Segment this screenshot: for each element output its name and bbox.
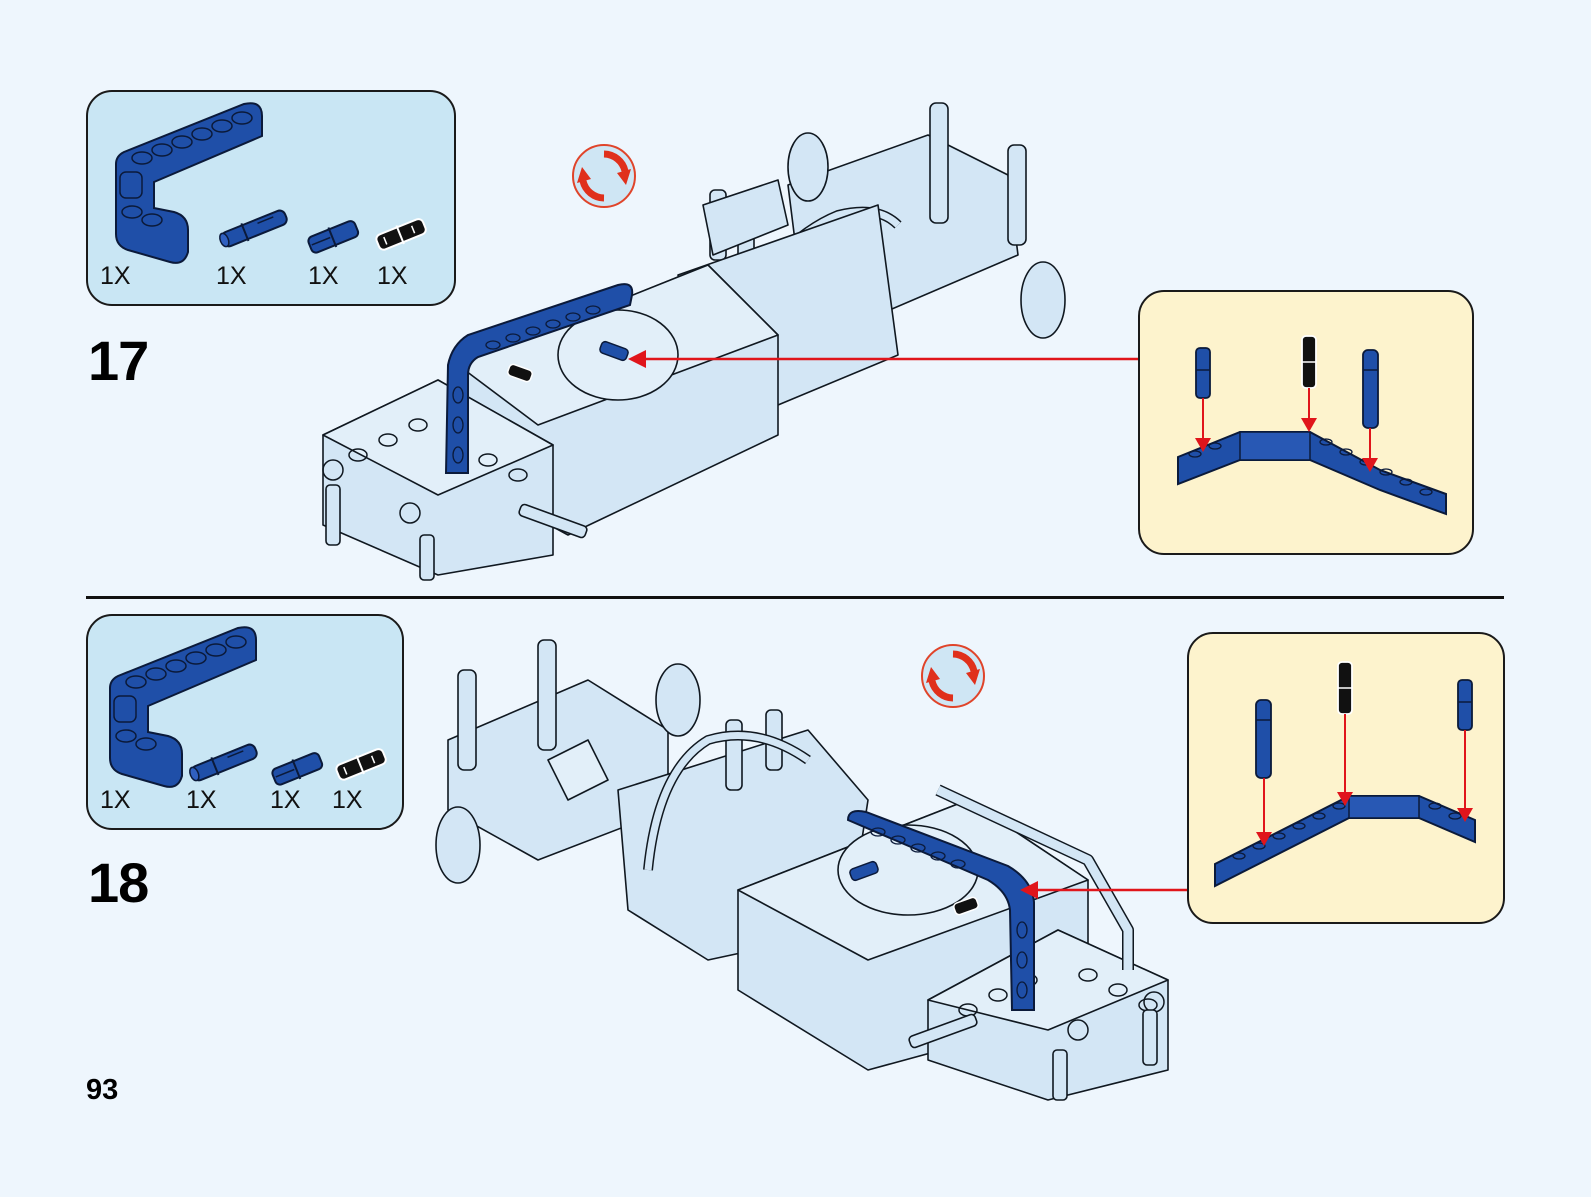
step-divider — [86, 596, 1504, 599]
step-number: 18 — [88, 851, 149, 914]
step-number: 17 — [88, 329, 149, 392]
axle-pin-icon — [1457, 679, 1473, 731]
friction-pin-icon — [335, 748, 387, 781]
part-quantity: 1X — [100, 786, 131, 814]
callout-arrow — [1020, 881, 1190, 899]
angled-beam-assembly-icon — [1177, 335, 1447, 516]
axle-pin-icon — [1195, 347, 1211, 399]
rotate-model-icon — [921, 644, 985, 708]
long-pin-icon — [219, 209, 288, 248]
l-beam-icon — [109, 626, 257, 788]
page-number: 93 — [86, 1074, 119, 1106]
l-beam-icon — [115, 102, 263, 264]
long-pin-icon — [1255, 699, 1272, 779]
angled-beam-assembly-icon — [1214, 661, 1476, 888]
friction-pin-icon — [1337, 661, 1353, 715]
chassis-model-drawing — [322, 102, 1066, 581]
callout-arrow — [628, 350, 1146, 368]
detail-callout — [1187, 632, 1505, 924]
long-pin-icon — [189, 743, 258, 782]
parts-box: 1X 1X 1X 1X — [86, 614, 404, 830]
part-quantity: 1X — [270, 786, 301, 814]
part-quantity: 1X — [216, 262, 247, 290]
parts-box: 1X 1X 1X 1X — [86, 90, 456, 306]
part-quantity: 1X — [308, 262, 339, 290]
part-quantity: 1X — [186, 786, 217, 814]
axle-pin-icon — [307, 220, 360, 254]
part-quantity: 1X — [332, 786, 363, 814]
friction-pin-icon — [1301, 335, 1317, 389]
detail-callout — [1138, 290, 1474, 555]
long-pin-icon — [1362, 349, 1379, 429]
chassis-model-drawing — [435, 639, 1169, 1101]
rotate-model-icon — [572, 144, 636, 208]
part-quantity: 1X — [100, 262, 131, 290]
friction-pin-icon — [375, 218, 427, 251]
part-quantity: 1X — [377, 262, 408, 290]
axle-pin-icon — [271, 752, 324, 786]
